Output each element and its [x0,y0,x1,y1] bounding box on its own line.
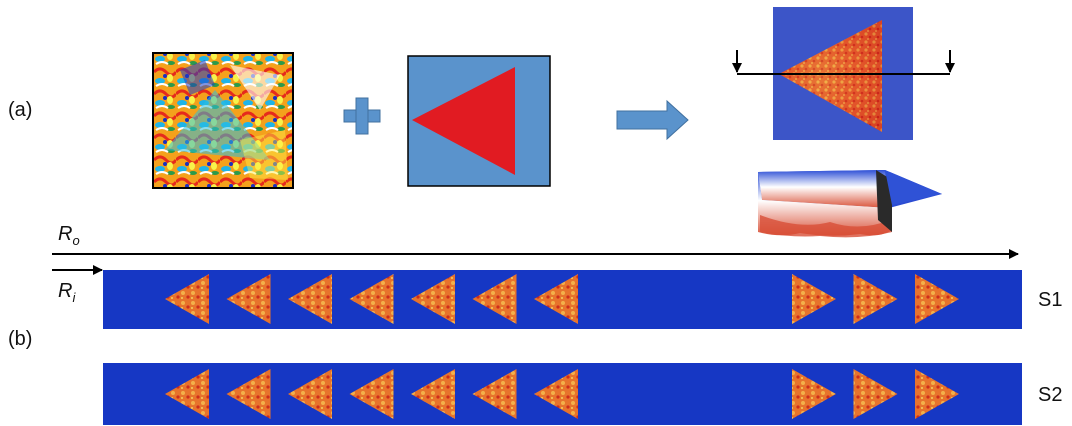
cross-section-line [732,50,955,75]
triangle-left-marker [472,369,517,419]
panel-b-label: (b) [8,328,32,350]
triangle-left-marker [534,274,578,324]
triangle-left-marker [165,274,209,324]
triangle-right-marker [915,369,959,419]
triangle-left-marker [472,274,517,324]
triangle-left-marker [349,274,394,324]
plus-icon [343,97,381,135]
inner-radius-label: Ri [58,280,76,305]
outer-radius-label: Ro [58,223,80,248]
texture-map-image [152,52,294,189]
triangle-mask-image [407,55,551,187]
strip-s1 [103,270,1022,329]
triangle-left-marker [288,274,332,324]
surface-profile-3d [758,170,942,238]
triangle-right-marker [792,274,836,324]
triangle-left-marker [288,369,332,419]
triangle-right-marker [853,274,898,324]
right-arrow-icon [616,99,689,141]
triangle-left-marker [534,369,578,419]
panel-a-label: (a) [8,99,32,121]
strip-s2 [103,363,1022,425]
triangle-left-marker [411,274,455,324]
triangle-left-marker [226,274,271,324]
triangle-right-marker [792,369,836,419]
triangle-left-marker [226,369,271,419]
triangle-left-marker [411,369,455,419]
triangle-right-marker [915,274,959,324]
triangle-left-marker [165,369,209,419]
triangle-right-marker [853,369,898,419]
strip-s1-label: S1 [1038,289,1062,311]
triangle-left-marker [349,369,394,419]
strip-s2-label: S2 [1038,384,1062,406]
